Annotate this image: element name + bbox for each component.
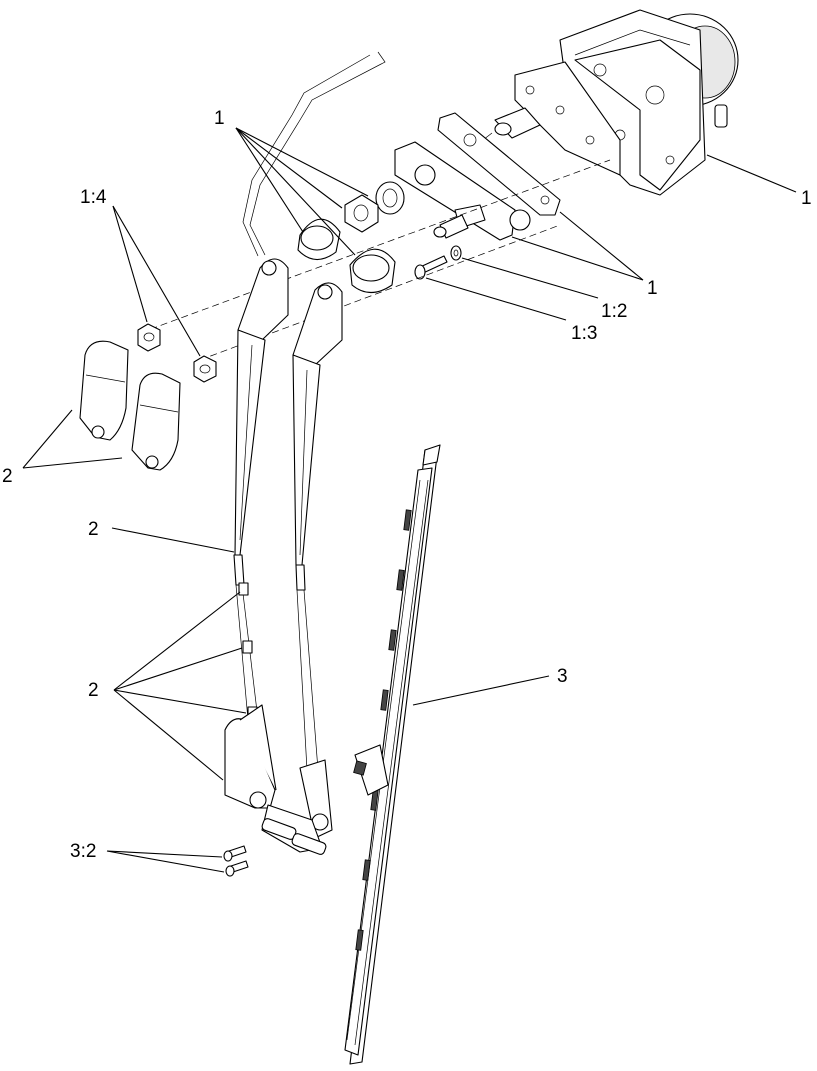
callout-labels: 1 1 1 1:2 1:3 1:4 2 2 2 3 3:2 (2, 108, 812, 862)
callout-2-caps: 2 (2, 466, 13, 487)
callout-1-top: 1 (214, 108, 225, 129)
callout-1-2: 1:2 (601, 301, 627, 322)
callout-1-3: 1:3 (571, 323, 597, 344)
callout-2-clips: 2 (88, 680, 99, 701)
callout-1-right: 1 (801, 188, 812, 209)
leader-lines (22, 127, 797, 873)
callout-1-mid: 1 (647, 278, 658, 299)
washer-1-2 (450, 245, 462, 261)
callout-3: 3 (557, 666, 568, 687)
arm-connector (261, 804, 327, 855)
callout-2-arm: 2 (88, 519, 99, 540)
nut-1-4 (137, 323, 217, 383)
bolt-1-3 (414, 255, 448, 280)
spindle-hardware (297, 181, 405, 294)
wiper-blade (344, 444, 441, 1065)
wiper-arm-right (292, 282, 343, 839)
screws-3-2 (223, 845, 249, 877)
linkage-bar (437, 112, 561, 216)
callout-1-4: 1:4 (80, 187, 107, 208)
callout-3-2: 3:2 (70, 841, 96, 862)
wiper-motor-assembly (469, 9, 739, 196)
wiper-arm-left (224, 258, 289, 809)
arm-caps (79, 340, 181, 471)
crank-plate (394, 141, 531, 241)
guide-rod (242, 51, 386, 257)
